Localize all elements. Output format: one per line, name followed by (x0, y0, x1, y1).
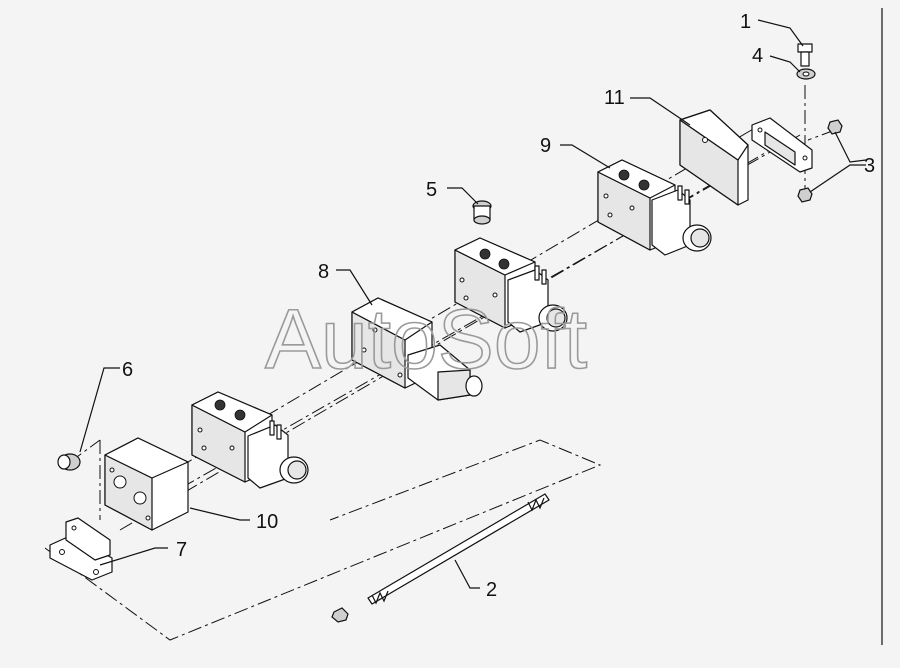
part-3-right-bracket (751, 117, 813, 173)
callout-1: 1 (740, 11, 751, 33)
part-7-bracket (49, 517, 113, 581)
callout-8: 8 (318, 261, 329, 283)
part-11-cover-plate (679, 109, 749, 206)
callout-5: 5 (426, 179, 437, 201)
callout-7: 7 (176, 539, 187, 561)
part-10-end-block (104, 437, 189, 531)
part-2-threaded-rod (331, 493, 550, 623)
leader-lines (79, 19, 867, 589)
callout-11: 11 (604, 87, 625, 109)
part-9-solenoid-valve (597, 159, 712, 256)
part-3-nuts (797, 119, 843, 203)
callout-3: 3 (864, 155, 875, 177)
callout-10: 10 (256, 511, 278, 533)
part-1-bolt (797, 43, 813, 67)
callout-4: 4 (752, 45, 763, 67)
callout-6: 6 (122, 359, 133, 381)
watermark-text: AutoSoft (265, 292, 587, 386)
part-valve-left-solenoid (191, 391, 309, 489)
callout-2: 2 (486, 579, 497, 601)
part-valve-center-solenoid (454, 237, 568, 333)
part-5-fitting (472, 200, 492, 225)
callout-labels: 1 2 3 4 5 6 7 8 9 10 11 (122, 11, 875, 601)
part-4-washer (796, 68, 816, 80)
part-8-plunger-valve (351, 297, 483, 401)
callout-9: 9 (540, 135, 551, 157)
part-6-fitting (57, 453, 81, 471)
